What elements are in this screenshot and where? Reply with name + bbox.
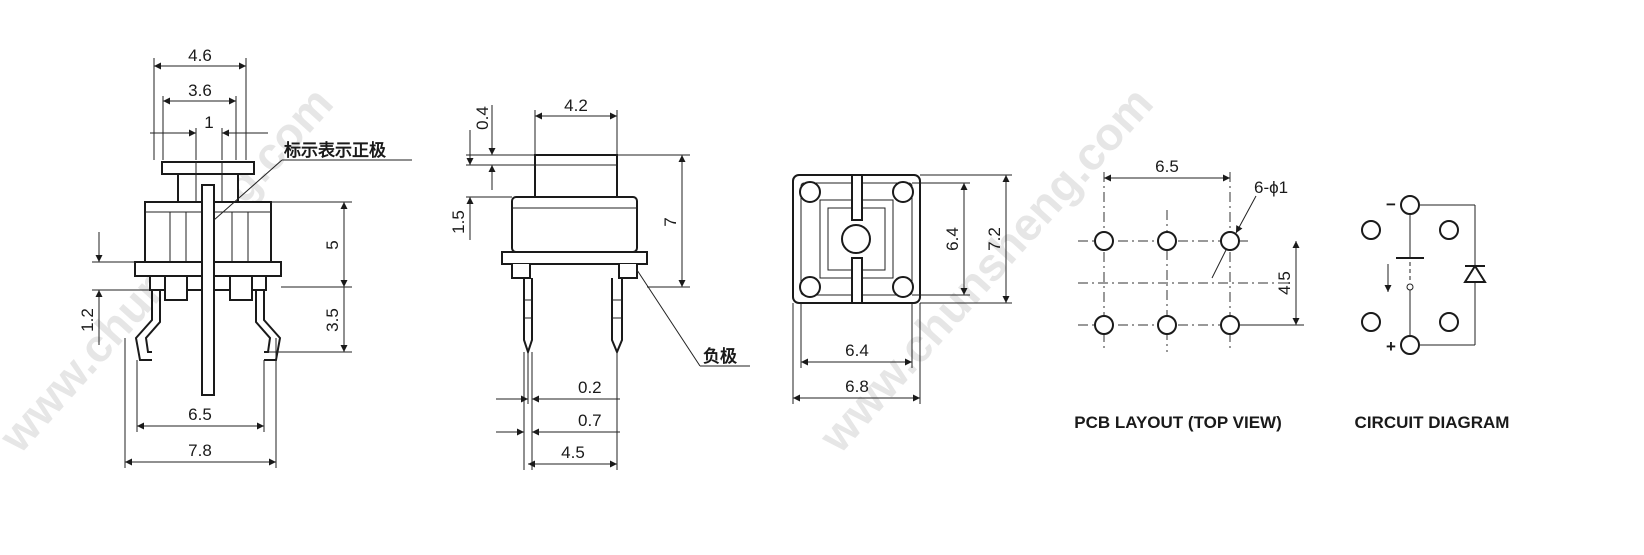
top-led-lens [841, 224, 871, 254]
pcb-layout-caption: PCB LAYOUT (TOP VIEW) [1074, 413, 1282, 432]
dim-width-inner: 3.6 [188, 81, 212, 100]
dim-front-total-height: 7 [661, 217, 680, 226]
dim-width-top: 4.6 [188, 46, 212, 65]
led-mark-label: 标示表示正极 [284, 140, 386, 160]
dim-pin-pitch: 4.5 [561, 443, 585, 462]
side-center-pin [201, 184, 215, 396]
dim-total-width: 7.8 [188, 441, 212, 460]
led-diode-symbol [1463, 264, 1487, 283]
side-left-leg [134, 290, 153, 361]
pcb-hole-label: 6-ϕ1 [1254, 178, 1288, 197]
dim-height-body: 5 [323, 240, 342, 249]
dim-pcb-pitch-y: 4.5 [1275, 271, 1294, 295]
dim-height-base: 1.2 [78, 308, 97, 332]
dim-front-cap-height: 0.4 [473, 106, 492, 130]
circuit-diagram: − + CIRCUIT DIAGRAM [1355, 195, 1510, 432]
pcb-layout: 6.5 6-ϕ1 4.5 PCB LAYOUT (TOP VIEW) [1074, 157, 1304, 432]
dim-pcb-pitch-x: 6.5 [1155, 157, 1179, 176]
circuit-diagram-caption: CIRCUIT DIAGRAM [1355, 413, 1510, 432]
dim-front-top-width: 4.2 [564, 96, 588, 115]
front-right-pin [611, 278, 623, 355]
top-corner-hole [799, 181, 821, 203]
side-cap-top [161, 161, 255, 175]
side-view: 标示表示正极 4.6 3.6 1 5 3.5 1.2 6.5 7.8 [78, 46, 412, 468]
dim-top-outer-height: 7.2 [985, 227, 1004, 251]
front-cap [534, 154, 618, 198]
dim-pin-span: 6.5 [188, 405, 212, 424]
dim-height-pin: 3.5 [323, 308, 342, 332]
front-view: 4.2 0.4 1.5 7 负极 0.2 0.7 4.5 [449, 96, 750, 470]
front-flange [501, 251, 648, 265]
front-left-pin [523, 278, 533, 356]
dim-pin-thickness: 0.2 [578, 378, 602, 397]
front-body [511, 196, 638, 253]
dim-top-inner-width: 6.4 [845, 341, 869, 360]
top-view: 6.4 7.2 6.4 6.8 [792, 174, 1012, 404]
dim-front-shoulder-height: 1.5 [449, 210, 468, 234]
circuit-terminal [1361, 220, 1381, 240]
negative-pole-label: 负极 [703, 346, 737, 366]
circuit-plus: + [1386, 337, 1396, 356]
dim-top-outer-width: 6.8 [845, 377, 869, 396]
circuit-minus: − [1386, 195, 1396, 214]
dim-width-center: 1 [204, 113, 213, 132]
pcb-hole [1094, 231, 1114, 251]
dim-top-inner-height: 6.4 [943, 227, 962, 251]
side-right-leg [263, 290, 282, 361]
dim-pin-width: 0.7 [578, 411, 602, 430]
